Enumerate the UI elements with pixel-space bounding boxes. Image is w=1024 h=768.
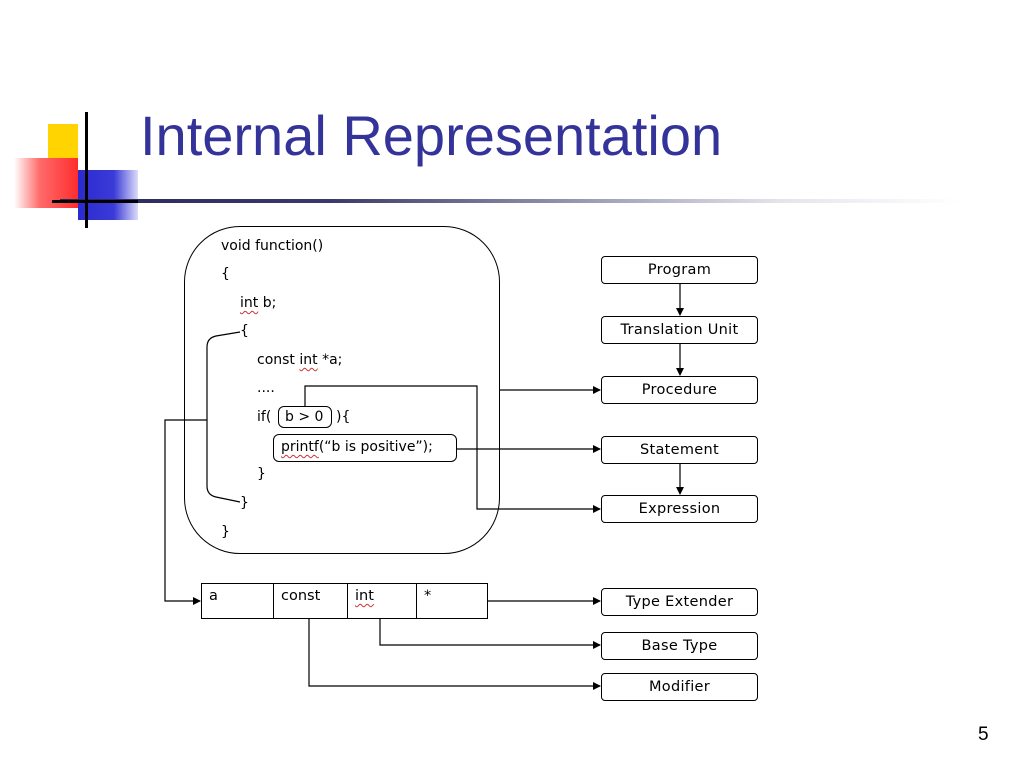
code-line-if: if( <box>257 409 272 425</box>
page-number: 5 <box>978 724 989 745</box>
code-line-int-b: int b; <box>240 295 277 311</box>
node-procedure: Procedure <box>601 376 758 404</box>
inner-block-bracket <box>206 331 241 503</box>
code-line-open-brace: { <box>221 266 230 282</box>
type-cell-base: int <box>348 584 417 618</box>
code-line-inner-close-brace: } <box>240 495 249 511</box>
edge-condition-expression <box>304 385 601 513</box>
logo-vertical-line <box>85 112 88 228</box>
statement-text: printf(“b is positive”); <box>281 439 433 455</box>
title-underline <box>60 199 960 203</box>
code-line-if-close: ){ <box>336 409 351 425</box>
type-cell-name: a <box>202 584 274 618</box>
slide-title: Internal Representation <box>140 104 723 167</box>
node-type-extender: Type Extender <box>601 588 758 616</box>
code-line-inner-open-brace: { <box>240 323 249 339</box>
code-line-ellipsis: .... <box>257 380 275 396</box>
node-program: Program <box>601 256 758 284</box>
condition-box <box>278 406 332 428</box>
statement-box <box>273 434 457 462</box>
type-cell-modifier: const <box>274 584 348 618</box>
logo-blue-square <box>78 170 138 220</box>
code-line-signature: void function() <box>221 238 324 254</box>
node-translation-unit: Translation Unit <box>601 316 758 344</box>
type-table: a const int * <box>201 583 488 619</box>
code-line-if-end-brace: } <box>257 466 266 482</box>
code-block <box>184 226 500 554</box>
edge-bracket-table <box>164 419 207 605</box>
edge-table-base-type <box>379 619 601 649</box>
code-line-close-brace: } <box>221 524 230 540</box>
code-line-const-int: const int *a; <box>257 352 343 368</box>
edge-table-modifier <box>308 619 601 690</box>
node-expression: Expression <box>601 495 758 523</box>
type-cell-extender: * <box>424 588 432 604</box>
logo-horizontal-line <box>52 200 138 203</box>
node-statement: Statement <box>601 436 758 464</box>
node-base-type: Base Type <box>601 632 758 660</box>
node-modifier: Modifier <box>601 673 758 701</box>
condition-text: b > 0 <box>285 409 324 425</box>
